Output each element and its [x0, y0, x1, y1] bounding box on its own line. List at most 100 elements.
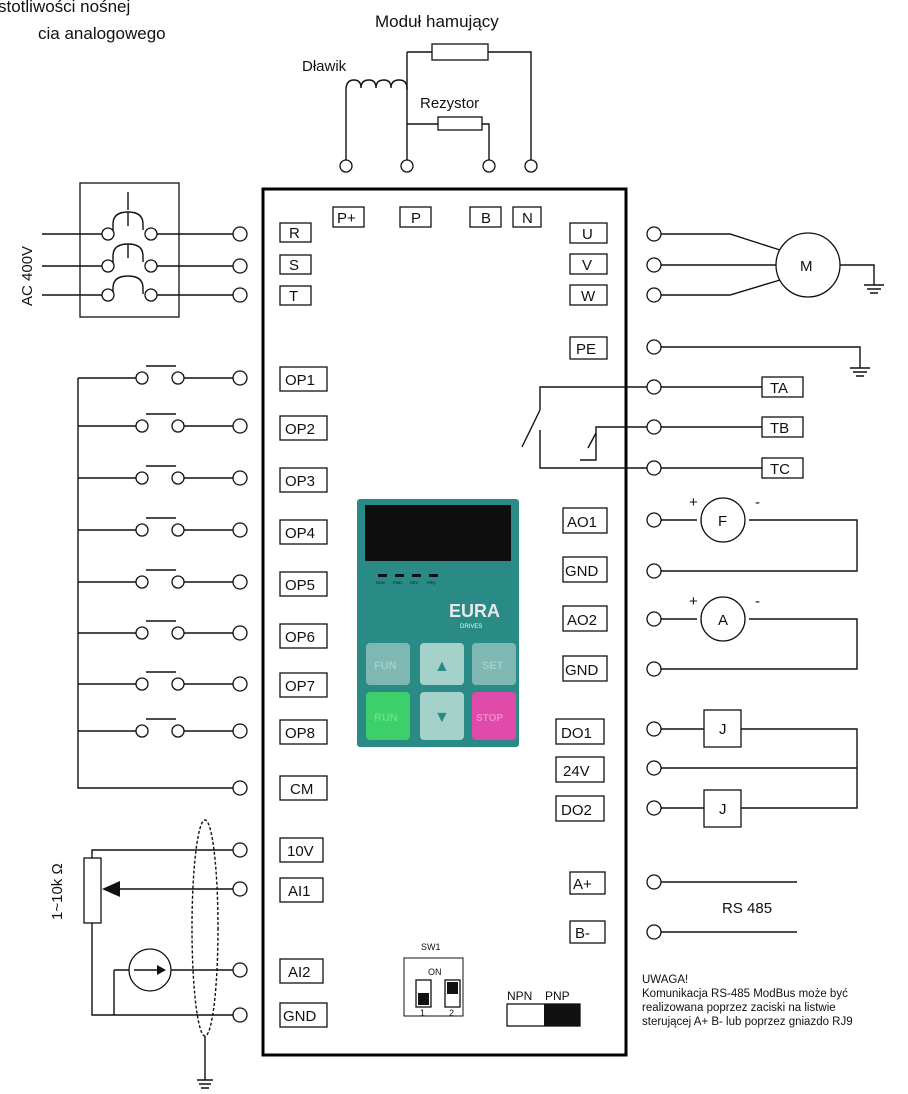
header-line-1: stotliwości nośnej — [0, 0, 130, 16]
switch-op1 — [78, 365, 248, 386]
terminal-v: V — [582, 257, 592, 274]
key-fun[interactable] — [366, 643, 410, 685]
terminal-circle-p — [400, 159, 414, 173]
terminal-tb: TB — [770, 420, 789, 437]
switch-op6 — [78, 620, 248, 641]
frequency-meter-label: F — [718, 513, 727, 530]
sw1-label: SW1 — [421, 942, 441, 952]
key-fun-label: FUN — [374, 660, 397, 672]
key-set[interactable] — [472, 643, 516, 685]
terminal-r: R — [289, 225, 300, 242]
led-run: RUN — [376, 580, 385, 585]
terminal-ai2: AI2 — [288, 964, 311, 981]
rs485-section: A+ B- RS 485 — [569, 871, 797, 944]
switch-op2 — [78, 413, 248, 434]
f-plus: + — [689, 494, 698, 511]
ammeter-label: A — [718, 612, 728, 629]
terminal-cm: CM — [290, 781, 313, 798]
top-terminals: P+ P B N — [332, 206, 542, 228]
circuit-breaker — [79, 182, 180, 318]
relay-output: TA TB TC — [521, 376, 804, 479]
shield-ground — [197, 1036, 213, 1089]
terminal-gnd-left: GND — [283, 1008, 317, 1025]
terminal-ao2: AO2 — [567, 612, 597, 629]
led-frq: FRQ — [427, 580, 435, 585]
relay-no-contact — [521, 386, 647, 448]
analog-outputs: AO1 GND AO2 GND F + - A + - — [562, 494, 858, 682]
terminal-ta: TA — [770, 380, 788, 397]
pe-ground — [661, 346, 870, 377]
braking-section: Moduł hamujący Dławik Rezystor — [302, 12, 538, 173]
choke-coil — [345, 79, 408, 160]
key-down[interactable] — [420, 692, 464, 740]
terminal-p: P — [411, 210, 421, 227]
key-set-label: SET — [482, 660, 504, 672]
potentiometer — [83, 857, 102, 924]
npn-label: NPN — [507, 989, 532, 1003]
keypad: RUN FWD REV FRQ EURA DRIVES FUN ▲ SET RU… — [357, 499, 519, 747]
header-line-2: cia analogowego — [38, 24, 166, 43]
npn-pnp-switch: NPN PNP — [506, 989, 581, 1027]
potentiometer-label: 1~10k Ω — [49, 863, 66, 920]
relay-nc-contact — [580, 426, 647, 461]
terminal-u: U — [582, 226, 593, 243]
terminal-bminus: B- — [575, 925, 590, 942]
brake-module-box — [431, 43, 489, 61]
digital-outputs: DO1 24V DO2 J J — [555, 709, 858, 828]
terminal-n: N — [522, 210, 533, 227]
ammeter — [700, 596, 746, 642]
pnp-label: PNP — [545, 989, 570, 1003]
sw1-on-label: ON — [428, 967, 442, 977]
terminal-circle-b — [482, 159, 496, 173]
key-up[interactable] — [420, 643, 464, 685]
supply-label: AC 400V — [19, 246, 36, 306]
relay-coil-1-label: J — [719, 721, 727, 738]
terminal-tc: TC — [770, 461, 790, 478]
note-line-2: realizowana poprzez zaciski na listwie — [642, 1002, 836, 1014]
note: UWAGA! Komunikacja RS-485 ModBus może by… — [642, 974, 853, 1028]
sw1-pos-1: 1 — [420, 1008, 425, 1018]
key-stop[interactable] — [472, 692, 516, 740]
digital-inputs — [77, 365, 248, 796]
terminal-op6: OP6 — [285, 629, 315, 646]
terminal-gnd-r1: GND — [565, 563, 599, 580]
terminal-w: W — [581, 288, 596, 305]
terminal-aplus: A+ — [573, 876, 592, 893]
relay-coil-1 — [703, 709, 742, 748]
resistor-label: Rezystor — [420, 95, 479, 112]
eura-logo: EURA — [449, 601, 500, 621]
motor-ground — [840, 264, 884, 294]
key-run[interactable] — [366, 692, 410, 740]
frequency-meter — [700, 497, 746, 543]
resistor-box — [437, 116, 483, 131]
cable-shield — [191, 819, 219, 1037]
key-run-label: RUN — [374, 712, 398, 724]
a-minus: - — [755, 593, 760, 610]
eura-logo-sub: DRIVES — [460, 624, 482, 630]
terminal-op5: OP5 — [285, 577, 315, 594]
wiper-arrow — [102, 881, 120, 897]
terminal-ai1: AI1 — [288, 883, 311, 900]
terminal-ao1: AO1 — [567, 514, 597, 531]
terminal-op2: OP2 — [285, 421, 315, 438]
note-title: UWAGA! — [642, 974, 688, 986]
key-stop-label: STOP — [476, 713, 503, 724]
motor-outputs: U V W M PE — [569, 222, 884, 377]
switch-op7 — [78, 671, 248, 692]
terminal-op1: OP1 — [285, 372, 315, 389]
terminal-b: B — [481, 210, 491, 227]
dip-switch-sw1: SW1 ON 1 2 — [403, 942, 464, 1018]
a-plus: + — [689, 593, 698, 610]
status-leds: RUN FWD REV FRQ — [376, 574, 438, 585]
terminal-pplus: P+ — [337, 210, 356, 227]
key-down-label: ▼ — [434, 709, 450, 726]
analog-input-terminals: 10V AI1 AI2 GND — [279, 837, 328, 1028]
terminal-op4: OP4 — [285, 525, 315, 542]
common-wire — [77, 378, 234, 789]
inverter-body — [261, 187, 628, 1057]
terminal-do1: DO1 — [561, 725, 592, 742]
led-fwd: FWD — [393, 580, 402, 585]
note-line-3: sterującej A+ B- lub poprzez gniazdo RJ9 — [642, 1016, 853, 1028]
terminal-do2: DO2 — [561, 802, 592, 819]
